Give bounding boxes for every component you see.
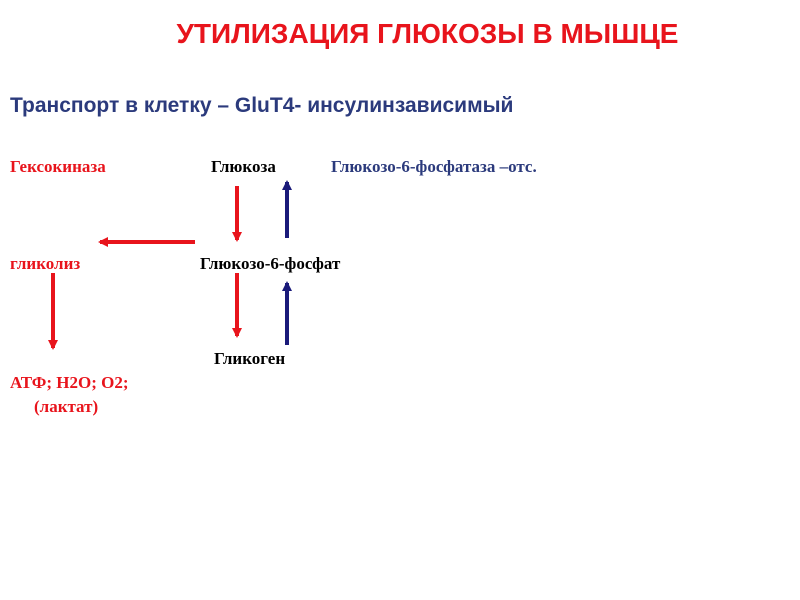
- hexokinase-label: Гексокиназа: [10, 157, 106, 176]
- lactate-label: (лактат): [34, 397, 99, 416]
- g6p-label: Глюкозо-6-фосфат: [200, 254, 341, 273]
- glucose-label: Глюкоза: [211, 157, 276, 176]
- g6phosphatase-label: Глюкозо-6-фосфатаза –отс.: [331, 157, 537, 176]
- glycogen-label: Гликоген: [214, 349, 286, 368]
- page-title: УТИЛИЗАЦИЯ ГЛЮКОЗЫ В МЫШЦЕ: [176, 18, 679, 49]
- transport-subtitle: Транспорт в клетку – GluT4- инсулинзавис…: [10, 94, 514, 117]
- glycolysis-label: гликолиз: [10, 254, 81, 273]
- products-label: АТФ; Н2О; О2;: [10, 373, 129, 392]
